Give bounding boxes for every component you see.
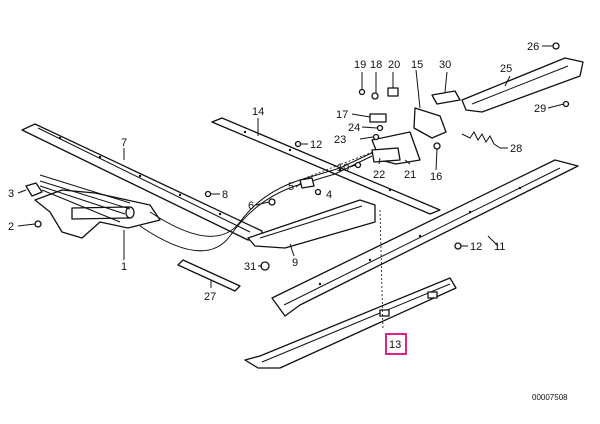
part-28-spring[interactable]	[461, 131, 501, 149]
label-16[interactable]: 16	[430, 171, 442, 183]
part-22-plate[interactable]	[371, 147, 401, 163]
part-25-guide-arm[interactable]	[461, 57, 584, 113]
part-15-hinge[interactable]	[413, 107, 447, 139]
label-15[interactable]: 15	[411, 59, 423, 71]
part-14-crossbar[interactable]	[211, 117, 441, 215]
label-29[interactable]: 29	[534, 103, 546, 115]
label-1[interactable]: 1	[121, 261, 127, 273]
part-24-pin[interactable]	[376, 124, 384, 132]
label-3[interactable]: 3	[8, 188, 14, 200]
label-10[interactable]: 10	[337, 162, 349, 174]
label-18[interactable]: 18	[370, 59, 382, 71]
part-2-screw[interactable]	[34, 220, 42, 228]
part-30-pad[interactable]	[431, 90, 461, 105]
label-24[interactable]: 24	[348, 122, 360, 134]
label-7[interactable]: 7	[121, 137, 127, 149]
part-9-bracket[interactable]	[247, 199, 376, 249]
label-31[interactable]: 31	[244, 261, 256, 273]
leader-lines	[17, 45, 565, 288]
label-9[interactable]: 9	[292, 257, 298, 269]
part-18-washer[interactable]	[371, 92, 379, 100]
part-26-screw[interactable]	[552, 42, 560, 50]
label-20[interactable]: 20	[388, 59, 400, 71]
part-3-clip[interactable]	[25, 182, 43, 197]
part-23-washer[interactable]	[372, 133, 380, 141]
label-6[interactable]: 6	[248, 200, 254, 212]
label-21[interactable]: 21	[404, 169, 416, 181]
label-27[interactable]: 27	[204, 291, 216, 303]
label-26[interactable]: 26	[527, 41, 539, 53]
reference-code: 00007508	[532, 393, 568, 402]
label-22[interactable]: 22	[373, 169, 385, 181]
label-2[interactable]: 2	[8, 221, 14, 233]
part-31-nut[interactable]	[260, 261, 270, 271]
assembly-line-13	[379, 209, 384, 331]
label-23[interactable]: 23	[334, 134, 346, 146]
drive-cable-lower	[139, 155, 373, 252]
highlight-box-13	[385, 333, 407, 355]
label-5[interactable]: 5	[288, 181, 294, 193]
part-8-screw[interactable]	[204, 190, 212, 198]
part-19-screw[interactable]	[358, 88, 366, 96]
part-1-motor-assembly[interactable]	[34, 174, 161, 239]
part-17-clip[interactable]	[369, 113, 387, 123]
part-12-screw-lower[interactable]	[454, 242, 462, 250]
label-8[interactable]: 8	[222, 189, 228, 201]
label-4[interactable]: 4	[326, 189, 332, 201]
part-27-rod[interactable]	[177, 259, 241, 292]
part-13-guide-rail[interactable]	[244, 277, 457, 369]
drive-cable-upper	[149, 149, 379, 237]
label-12-upper[interactable]: 12	[310, 139, 322, 151]
part-12-screw-upper[interactable]	[294, 140, 302, 148]
label-25[interactable]: 25	[500, 63, 512, 75]
part-10-screw[interactable]	[354, 161, 362, 169]
label-19[interactable]: 19	[354, 59, 366, 71]
label-11[interactable]: 11	[494, 241, 505, 253]
label-13[interactable]: 13	[389, 339, 401, 351]
label-17[interactable]: 17	[336, 109, 348, 121]
part-16-screw[interactable]	[433, 142, 441, 150]
part-7-rail[interactable]	[21, 123, 263, 241]
label-12-lower[interactable]: 12	[470, 241, 482, 253]
part-20-bushing[interactable]	[387, 87, 399, 97]
part-4-fastener[interactable]	[314, 188, 322, 196]
part-29-pin[interactable]	[562, 100, 570, 108]
part-11-side-rail[interactable]	[271, 159, 579, 317]
label-14[interactable]: 14	[252, 106, 264, 118]
callout-labels: 3 2 1 7 8 6 5 4 9 10 12 14 27 31 12 11 1…	[8, 41, 546, 355]
part-5-fastener[interactable]	[299, 177, 315, 189]
label-28[interactable]: 28	[510, 143, 522, 155]
label-30[interactable]: 30	[439, 59, 451, 71]
part-6-fastener[interactable]	[268, 198, 276, 206]
